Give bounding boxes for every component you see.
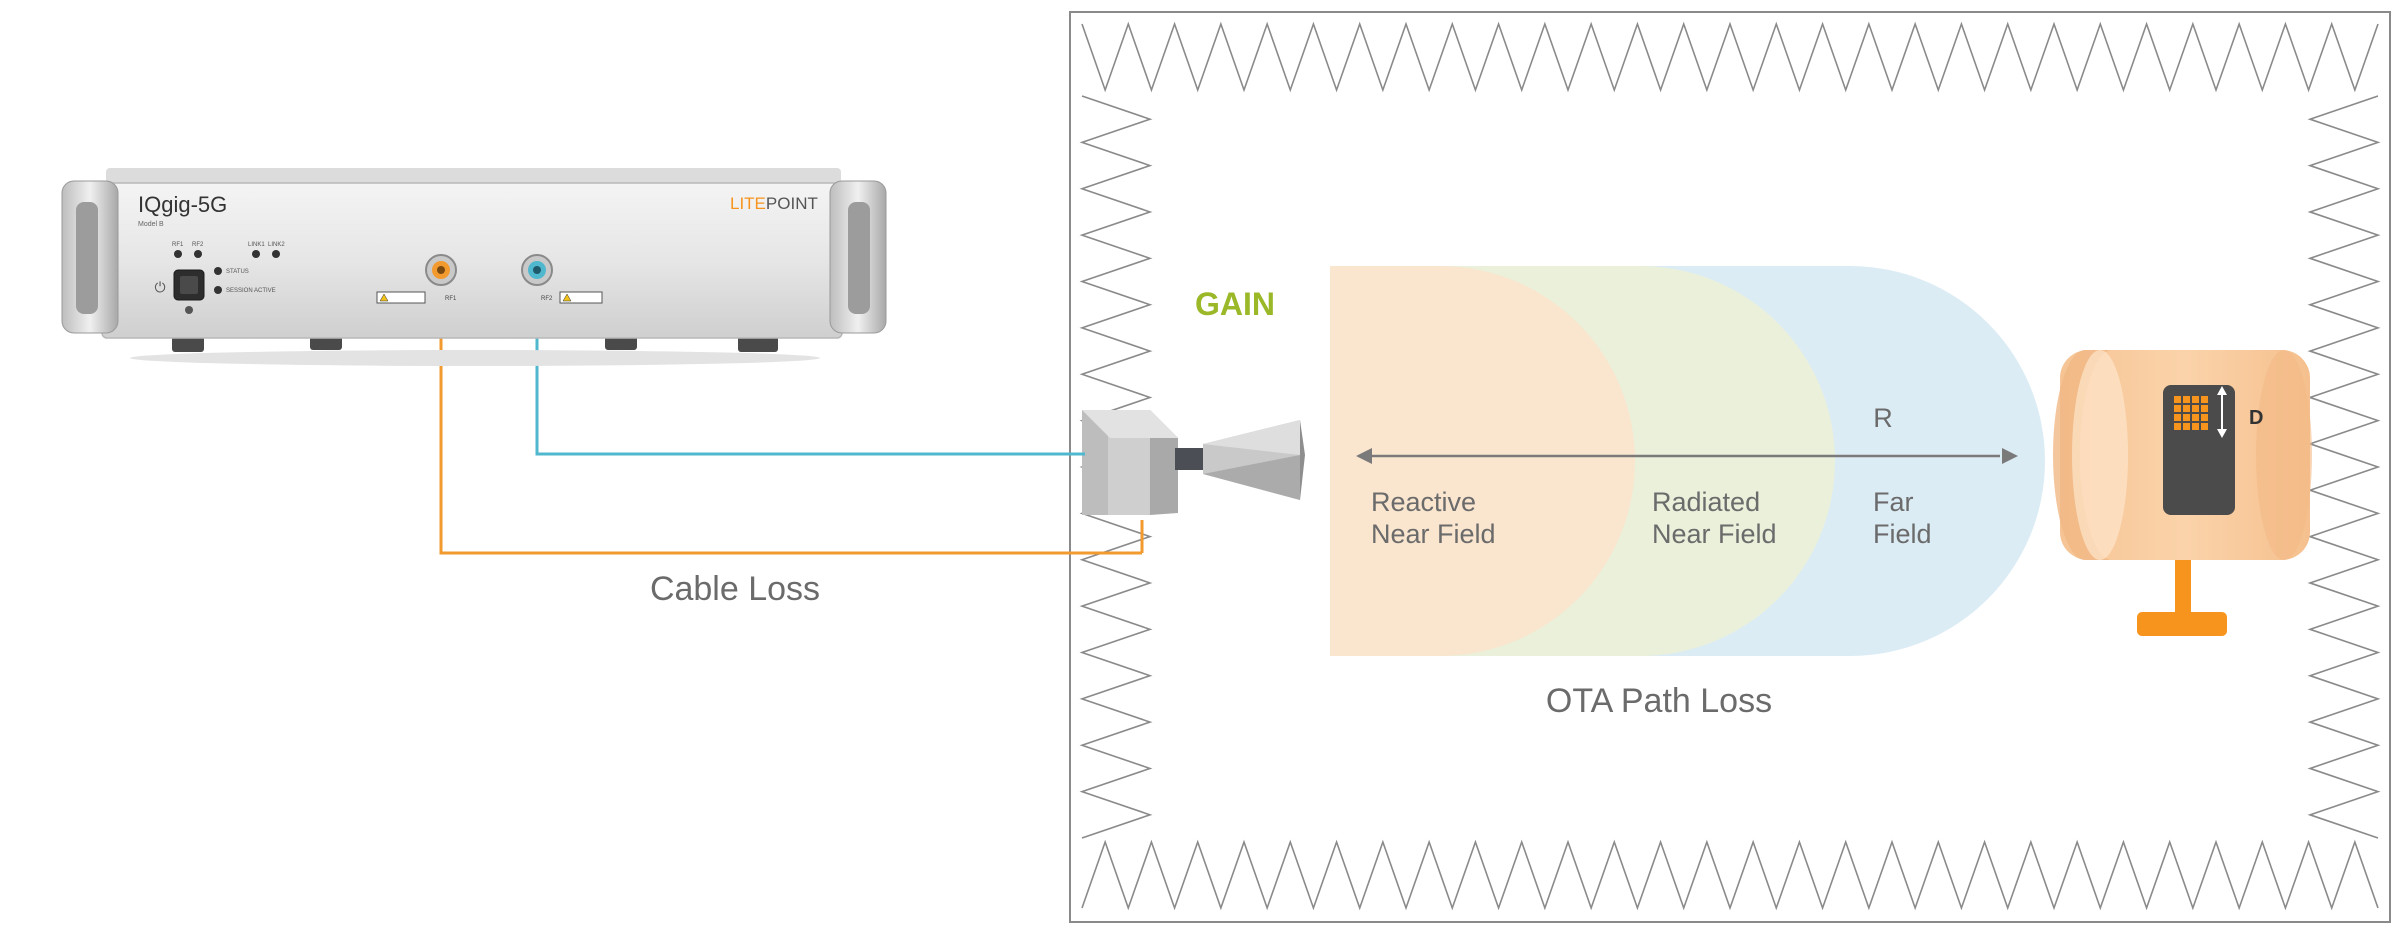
antenna-element [2192,405,2199,412]
reactive-near-field-zone [1330,266,1635,656]
absorber-wedge-row [1081,21,2379,93]
zone-label-far: Far Field [1873,487,1932,549]
led-label: LINK2 [268,242,285,248]
instrument-model: IQgig-5G [138,192,227,217]
range-label: R [1873,403,1893,433]
antenna-element [2183,396,2190,403]
antenna-element [2192,414,2199,421]
session-active-label: SESSION ACTIVE [226,288,276,294]
port-label-rf1: RF1 [445,296,457,302]
brand-lite: LITE [730,194,766,213]
antenna-element [2183,414,2190,421]
horn-antenna-icon [1082,410,1305,515]
antenna-element [2201,405,2208,412]
antenna-element [2192,396,2199,403]
zone-label-line2: Near Field [1652,519,1777,549]
led-label: RF2 [192,242,204,248]
antenna-element [2174,423,2181,430]
brand-logo: LITEPOINT [730,194,818,213]
zone-label-line2: Field [1873,519,1932,549]
iqgig-instrument: IQgig-5G Model B LITEPOINT RF1 RF2 LINK1… [61,168,887,366]
ota-path-loss-label: OTA Path Loss [1546,682,1772,720]
zone-label-line1: Reactive [1371,487,1476,517]
antenna-element [2174,405,2181,412]
led-label: LINK1 [248,242,265,248]
warning-label [559,291,603,304]
cable-loss-label: Cable Loss [650,570,820,608]
rf1-port[interactable] [425,254,457,286]
port-label-rf2: RF2 [541,296,553,302]
antenna-element [2183,405,2190,412]
zone-label-radiated: Radiated Near Field [1652,487,1777,549]
range-arrow [1356,448,2018,464]
antenna-element [2192,423,2199,430]
antenna-element [2174,414,2181,421]
dut-dimension-label: D [2249,407,2263,429]
brand-point: POINT [766,194,818,213]
warning-label [376,291,426,304]
rf2-port[interactable] [521,254,553,286]
power-icon: ⏻ [154,279,165,295]
zone-label-line1: Far [1873,487,1914,517]
gain-label: GAIN [1195,286,1275,322]
double-arrow-icon [2217,386,2227,438]
orange-cable [439,274,1144,555]
zone-label-reactive: Reactive Near Field [1371,487,1496,549]
led-label: RF1 [172,242,184,248]
antenna-element [2201,414,2208,421]
led-indicators: RF1 RF2 LINK1 LINK2 STATUS SESSION ACTIV… [172,242,285,294]
zone-label-line1: Radiated [1652,487,1760,517]
antenna-element [2201,396,2208,403]
instrument-submodel: Model B [138,221,164,228]
dut-phone-icon [2163,385,2235,515]
antenna-element [2183,423,2190,430]
zone-label-line2: Near Field [1371,519,1496,549]
field-zones [1330,266,2045,656]
antenna-element [2201,423,2208,430]
absorber-wedge-row [1081,839,2379,911]
status-label: STATUS [226,269,249,275]
antenna-element [2174,396,2181,403]
absorber-wedge-row [2307,95,2381,839]
